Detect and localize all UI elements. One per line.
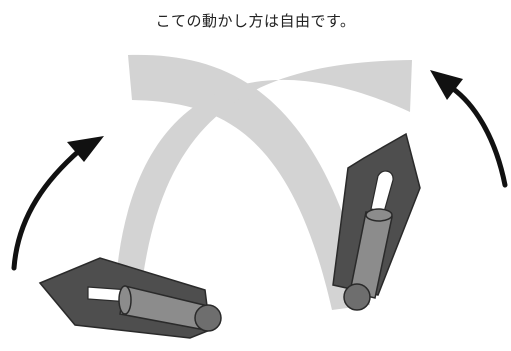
- curved-arrow-left-icon: [11, 136, 104, 271]
- curved-arrow-right-icon: [430, 70, 508, 188]
- trowel-swath-left: [115, 60, 412, 300]
- instruction-caption: こての動かし方は自由です。: [155, 12, 356, 30]
- trowel-right-icon: [332, 132, 421, 311]
- trowel-left-icon: [38, 257, 222, 339]
